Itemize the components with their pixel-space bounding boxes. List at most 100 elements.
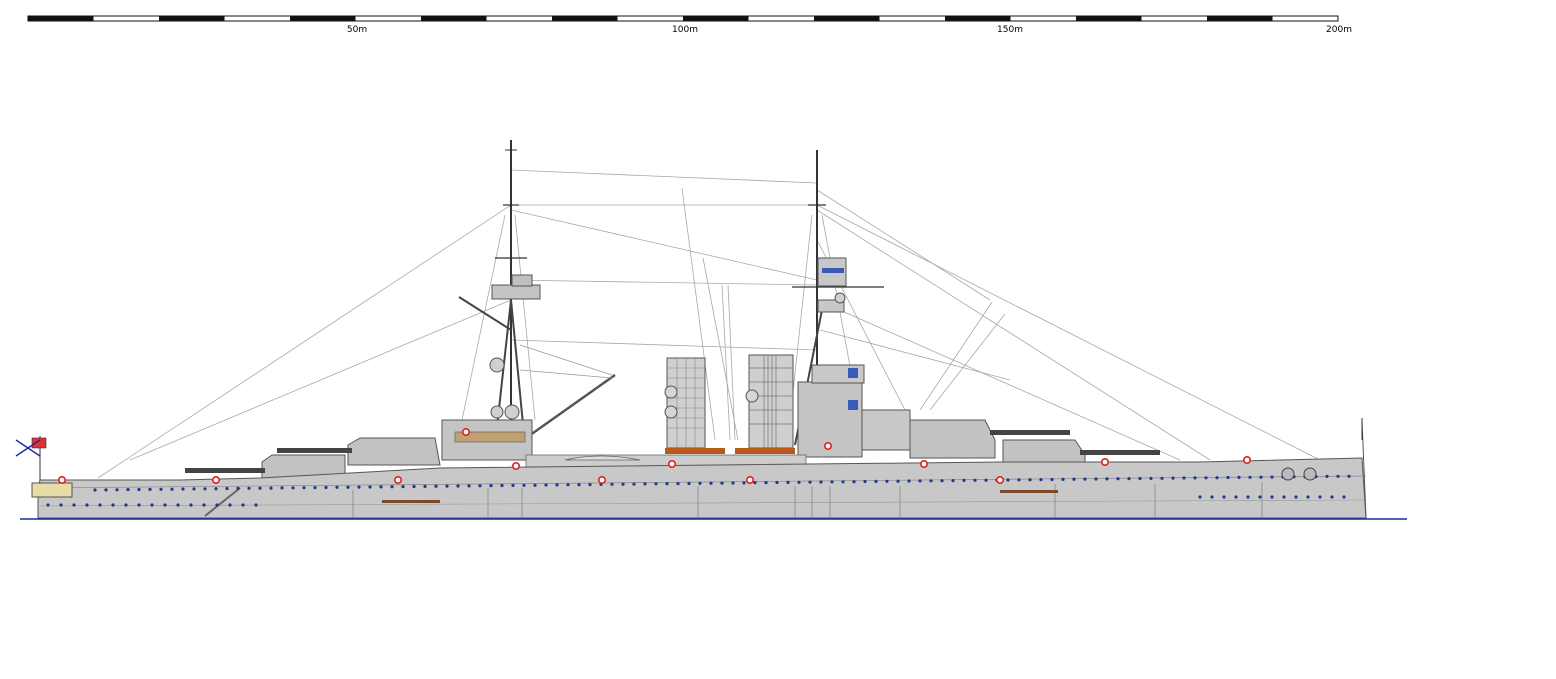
porthole-icon xyxy=(874,479,878,483)
porthole-icon xyxy=(1234,495,1238,499)
porthole-icon xyxy=(1210,495,1214,499)
porthole-icon xyxy=(137,487,141,492)
porthole-icon xyxy=(241,503,245,507)
porthole-icon xyxy=(1237,475,1241,479)
main-mast xyxy=(792,150,884,446)
porthole-icon xyxy=(126,488,130,492)
porthole-icon xyxy=(346,485,350,489)
porthole-icon xyxy=(203,487,207,491)
lifebuoy-icon xyxy=(745,475,754,484)
porthole-icon xyxy=(1306,495,1310,499)
fore-mast xyxy=(458,140,616,446)
lifebuoys xyxy=(57,427,1252,484)
porthole-icon xyxy=(324,485,328,490)
porthole-icon xyxy=(1259,475,1263,479)
porthole-icon xyxy=(302,486,306,490)
scale-bar-segment xyxy=(421,16,487,21)
scale-bar-segment xyxy=(1207,16,1273,21)
scale-bar-segment xyxy=(1076,16,1142,21)
lifebuoy-icon xyxy=(1243,455,1252,464)
porthole-icon xyxy=(247,486,251,490)
porthole-icon xyxy=(907,479,911,483)
rigging-lines xyxy=(97,169,1321,479)
porthole-icon xyxy=(764,481,768,485)
porthole-icon xyxy=(98,503,102,507)
porthole-icon xyxy=(368,485,372,489)
lifebuoy-icon xyxy=(212,475,221,484)
porthole-icon xyxy=(163,503,167,507)
lifebuoy-icon xyxy=(1101,457,1110,466)
scale-bar-segment xyxy=(28,16,94,21)
porthole-icon xyxy=(1198,495,1202,499)
porthole-icon xyxy=(577,483,581,487)
porthole-icon xyxy=(1171,476,1175,480)
porthole-icon xyxy=(1226,475,1230,480)
lifebuoy-icon xyxy=(597,475,606,484)
turret-x xyxy=(909,419,1070,459)
scale-bar-segments xyxy=(28,16,1273,21)
porthole-icon xyxy=(170,487,174,491)
lifebuoy-icon xyxy=(667,459,676,468)
porthole-icon xyxy=(1347,474,1351,478)
porthole-icon xyxy=(401,485,405,489)
porthole-icon xyxy=(59,503,63,507)
porthole-icon xyxy=(621,482,625,486)
porthole-icon xyxy=(896,479,900,483)
porthole-icon xyxy=(643,482,647,486)
lifebuoy-icon xyxy=(57,475,66,484)
porthole-icon xyxy=(115,488,119,492)
porthole-icon xyxy=(236,486,240,490)
porthole-icon xyxy=(258,486,262,490)
turret-b xyxy=(277,437,441,466)
lifebuoy-icon xyxy=(823,441,832,450)
porthole-icon xyxy=(1258,495,1262,499)
porthole-icon xyxy=(412,484,416,489)
porthole-icon xyxy=(973,478,977,482)
porthole-icon xyxy=(1282,495,1286,499)
porthole-icon xyxy=(841,480,845,484)
porthole-icon xyxy=(1083,477,1087,481)
porthole-icon xyxy=(1116,477,1120,481)
lifebuoy-icon xyxy=(919,459,928,468)
porthole-icon xyxy=(85,503,89,507)
porthole-icon xyxy=(731,481,735,485)
porthole-icon xyxy=(797,480,801,484)
porthole-icon xyxy=(962,478,966,482)
superstructure xyxy=(441,364,911,468)
porthole-icon xyxy=(335,485,339,489)
porthole-icon xyxy=(709,481,713,485)
porthole-icon xyxy=(1072,477,1076,481)
porthole-icon xyxy=(929,479,933,483)
porthole-icon xyxy=(1006,478,1010,482)
porthole-icon xyxy=(852,480,856,484)
porthole-icon xyxy=(1215,476,1219,480)
porthole-icon xyxy=(111,503,115,507)
scale-label-150m: 150m xyxy=(997,25,1023,35)
porthole-icon xyxy=(1318,495,1322,499)
porthole-icon xyxy=(445,484,449,488)
porthole-icon xyxy=(269,486,273,490)
scale-bar-segment xyxy=(290,16,356,21)
porthole-icon xyxy=(1182,476,1186,480)
porthole-icon xyxy=(885,479,889,483)
fore-funnel xyxy=(664,357,706,449)
porthole-icon xyxy=(1294,495,1298,499)
porthole-icon xyxy=(1050,477,1054,482)
porthole-icon xyxy=(1039,478,1043,482)
porthole-icon xyxy=(742,481,746,485)
porthole-icon xyxy=(533,483,537,487)
porthole-icon xyxy=(225,486,229,491)
porthole-icon xyxy=(1336,474,1340,478)
porthole-icon xyxy=(137,503,141,507)
porthole-icon xyxy=(1193,476,1197,480)
porthole-icon xyxy=(1105,477,1109,481)
aft-funnel xyxy=(745,354,794,449)
porthole-icon xyxy=(544,483,548,487)
porthole-icon xyxy=(951,479,955,483)
porthole-icon xyxy=(390,485,394,489)
porthole-icon xyxy=(511,483,515,487)
porthole-icon xyxy=(1248,475,1252,479)
porthole-icon xyxy=(676,482,680,486)
porthole-icon xyxy=(124,503,128,507)
